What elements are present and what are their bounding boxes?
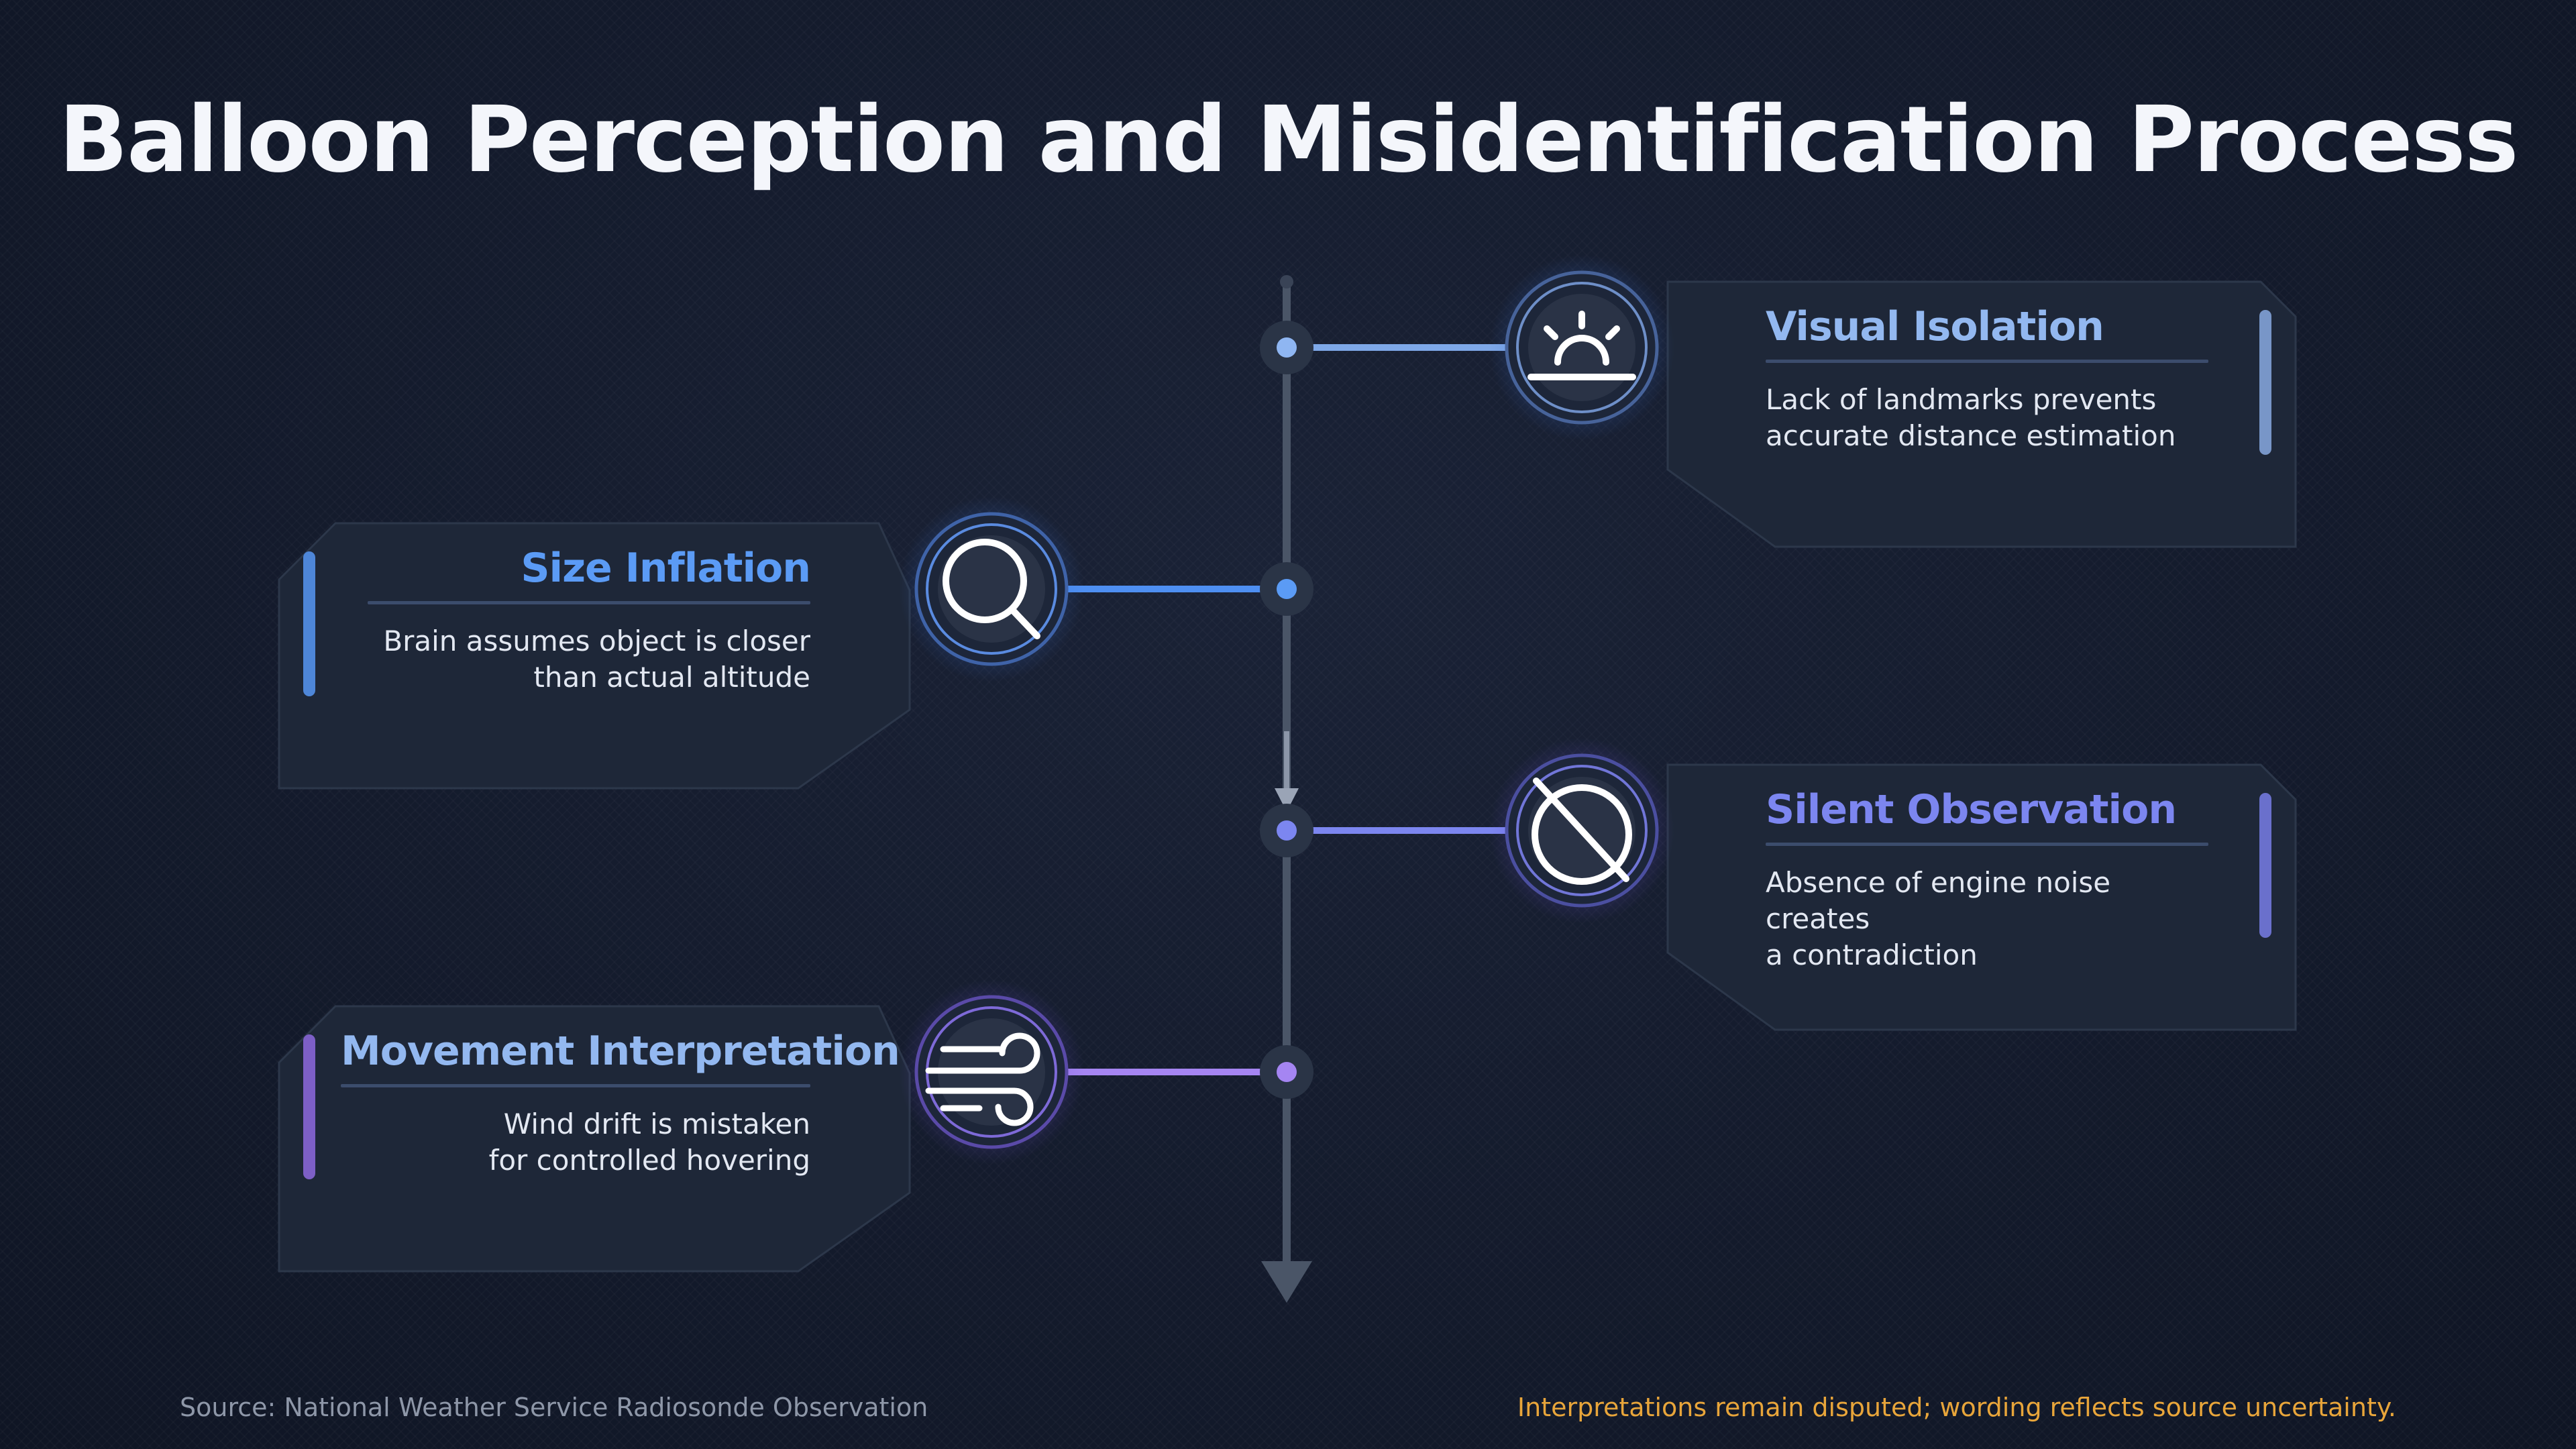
card-text-silent-observation: Silent Observation Absence of engine noi… [1766, 786, 2208, 973]
sunrise-horizon-icon [1527, 311, 1636, 380]
step-title: Visual Isolation [1766, 303, 2104, 350]
card-accent-bar [2259, 793, 2271, 938]
card-accent-bar [303, 551, 315, 696]
flow-arrow-icon [1275, 788, 1299, 812]
step-visual-isolation [1260, 255, 2297, 548]
step-description: Lack of landmarks prevents accurate dist… [1766, 383, 2176, 452]
page-title: Balloon Perception and Misidentification… [58, 87, 2518, 193]
card-size-inflation [278, 522, 911, 790]
step-title: Silent Observation [1766, 786, 2177, 833]
card-silent-observation [1666, 763, 2297, 1031]
card-text-size-inflation: Size Inflation Brain assumes object is c… [368, 545, 811, 696]
title-underline [341, 1084, 810, 1087]
step-description: Wind drift is mistaken for controlled ho… [488, 1108, 810, 1177]
title-underline [368, 601, 810, 604]
source-note: Source: National Weather Service Radioso… [180, 1393, 928, 1422]
card-movement-interpretation [278, 1005, 911, 1273]
timeline [1261, 275, 1312, 1303]
card-visual-isolation [1666, 280, 2297, 548]
step-silent-observation [1260, 738, 2297, 1031]
step-title: Size Inflation [521, 545, 811, 592]
step-title: Movement Interpretation [341, 1028, 900, 1075]
title-underline [1766, 360, 2208, 363]
card-text-movement-interpretation: Movement Interpretation Wind drift is mi… [341, 1028, 900, 1179]
step-movement-interpretation [278, 979, 1313, 1273]
card-accent-bar [2259, 310, 2271, 455]
step-description: Brain assumes object is closer than actu… [383, 625, 810, 694]
card-text-visual-isolation: Visual Isolation Lack of landmarks preve… [1766, 303, 2208, 454]
step-description: Absence of engine noise creates a contra… [1766, 866, 2111, 971]
timeline-arrowhead [1261, 1261, 1312, 1303]
wind-icon [925, 1032, 1040, 1126]
slashed-circle-icon [1532, 777, 1632, 885]
uncertainty-note: Interpretations remain disputed; wording… [1517, 1393, 2396, 1422]
title-underline [1766, 843, 2208, 846]
card-accent-bar [303, 1034, 315, 1179]
step-size-inflation [278, 496, 1313, 790]
magnifier-icon [943, 539, 1040, 639]
